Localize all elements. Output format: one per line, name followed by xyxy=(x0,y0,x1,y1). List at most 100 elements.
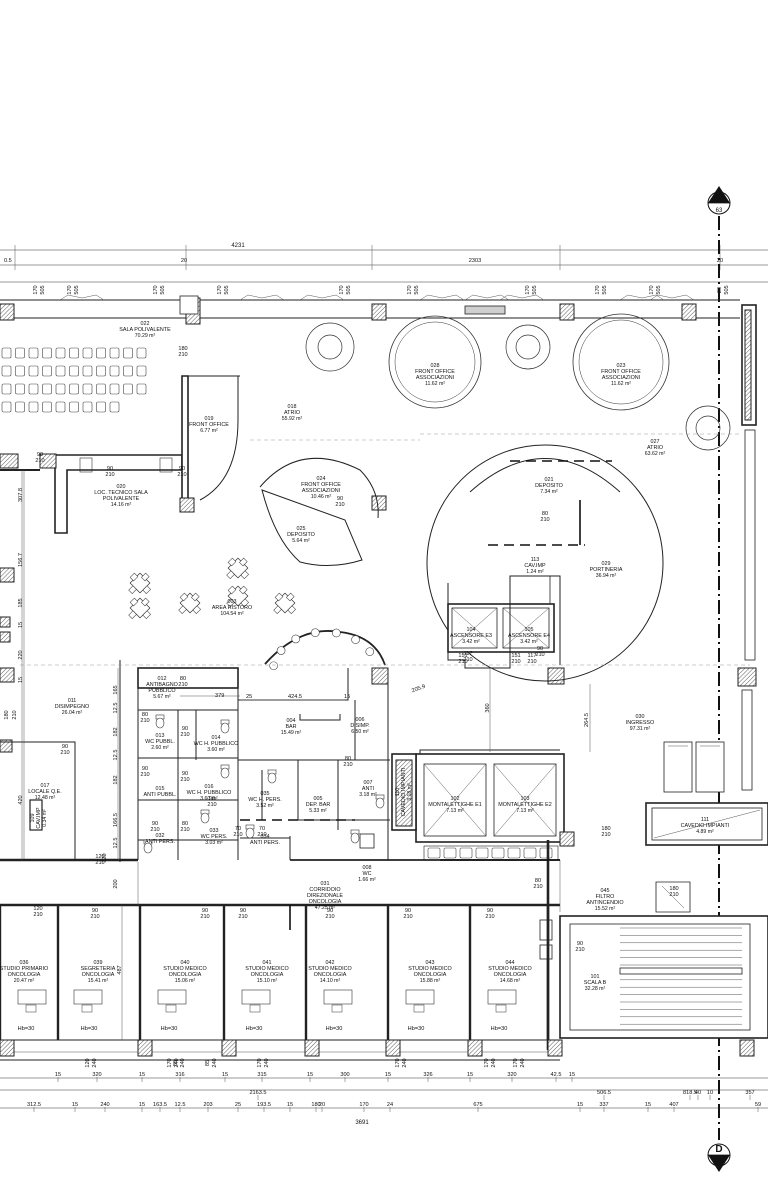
door-height: 210 xyxy=(535,652,544,658)
door-width: 70 xyxy=(235,826,241,832)
room-number: 033 xyxy=(210,828,219,834)
room-number: 028 xyxy=(431,363,440,369)
walls xyxy=(0,295,768,1061)
room-area: 7.13 m² xyxy=(516,808,534,814)
door-width: 90 xyxy=(92,908,98,914)
room-number: 030 xyxy=(636,714,645,720)
window-height: 240 xyxy=(212,1058,218,1067)
seat xyxy=(109,347,120,359)
door-width: 90 xyxy=(240,908,246,914)
room-number: 045 xyxy=(601,888,610,894)
window-height: 240 xyxy=(491,1058,497,1067)
door-height: 210 xyxy=(150,827,159,833)
room-area: 5.33 m² xyxy=(309,808,327,814)
room-number: 016 xyxy=(205,784,214,790)
room-area: 3.42 m² xyxy=(462,639,480,645)
door-height: 210 xyxy=(335,502,344,508)
door-height: 210 xyxy=(575,947,584,953)
door-height: 210 xyxy=(35,458,44,464)
waiting-seat xyxy=(427,847,441,859)
window-width: 85 xyxy=(173,1060,179,1066)
seat xyxy=(1,365,12,377)
dim-bottom-value: 675 xyxy=(473,1102,482,1108)
dim-424-5: 424.5 xyxy=(288,694,302,700)
room-number: 101 xyxy=(591,974,600,980)
seat xyxy=(15,365,25,377)
room-number: 020 xyxy=(117,484,126,490)
window-frame xyxy=(419,294,465,301)
dim-182a: 182 xyxy=(113,727,119,736)
seat xyxy=(136,347,147,359)
door-height: 210 xyxy=(403,914,412,920)
dim-120: 120 xyxy=(102,853,108,862)
toilet-fixture xyxy=(375,794,385,809)
room-name: ONCOLOGIA xyxy=(169,972,202,978)
room-area: 7.34 m² xyxy=(540,489,558,495)
dim-bottom-value: 10 xyxy=(707,1090,713,1096)
dim-bottom-value: 12.5 xyxy=(175,1102,186,1108)
dim-top-mid-a: 20 xyxy=(181,258,187,264)
facade-column-bottom xyxy=(304,1039,320,1057)
seat xyxy=(15,347,25,359)
dim-166-5: 166.5 xyxy=(113,813,119,827)
window-height: 505 xyxy=(224,285,230,294)
room-area: 10.46 m² xyxy=(311,494,332,500)
dim-12-5a: 12.5 xyxy=(113,703,119,714)
window-width: 170 xyxy=(595,285,601,294)
door-width: 90 xyxy=(537,646,543,652)
room-name: CAVEDIO IMPIANTI xyxy=(401,768,407,817)
door-width: 151 xyxy=(458,653,467,659)
door-height: 210 xyxy=(140,772,149,778)
window-height: 240 xyxy=(402,1058,408,1067)
room-name: WC xyxy=(363,871,372,877)
room-name: ASSOCIAZIONI xyxy=(416,375,454,381)
facade-column-bottom xyxy=(739,1039,755,1057)
section-sheet-top: 63 xyxy=(716,208,723,214)
door-height: 210 xyxy=(238,914,247,920)
seat xyxy=(69,365,79,377)
door-width: 90 xyxy=(179,466,185,472)
facade-column xyxy=(681,303,697,321)
facade-column-bottom xyxy=(467,1039,483,1057)
window-width: 170 xyxy=(67,285,73,294)
room-number: 111 xyxy=(701,817,709,823)
room-area: 15.52 m² xyxy=(595,906,616,912)
room-name: FRONT OFFICE xyxy=(601,369,641,375)
room-area: 7.13 m² xyxy=(446,808,464,814)
room-name: DISIMP. xyxy=(350,723,369,729)
room-name: PUBBLICO xyxy=(148,688,175,694)
dim-bottom-value: 407 xyxy=(669,1102,678,1108)
room-area: 15.10 m² xyxy=(257,978,278,984)
room-number: 109 xyxy=(30,814,36,823)
office-desk xyxy=(241,989,271,1013)
room-name: ONCOLOGIA xyxy=(8,972,41,978)
seat xyxy=(123,365,133,377)
room-area: 14.10 m² xyxy=(320,978,341,984)
room-number: 105 xyxy=(525,627,534,633)
seat xyxy=(55,401,66,413)
door-height: 210 xyxy=(207,802,216,808)
room-name: ONCOLOGIA xyxy=(309,899,342,905)
cafe-table xyxy=(128,572,151,594)
room-number: 032 xyxy=(156,833,165,839)
room-area: 63.62 m² xyxy=(645,451,666,457)
room-area: 5.64 m² xyxy=(292,538,310,544)
seat xyxy=(123,383,133,395)
